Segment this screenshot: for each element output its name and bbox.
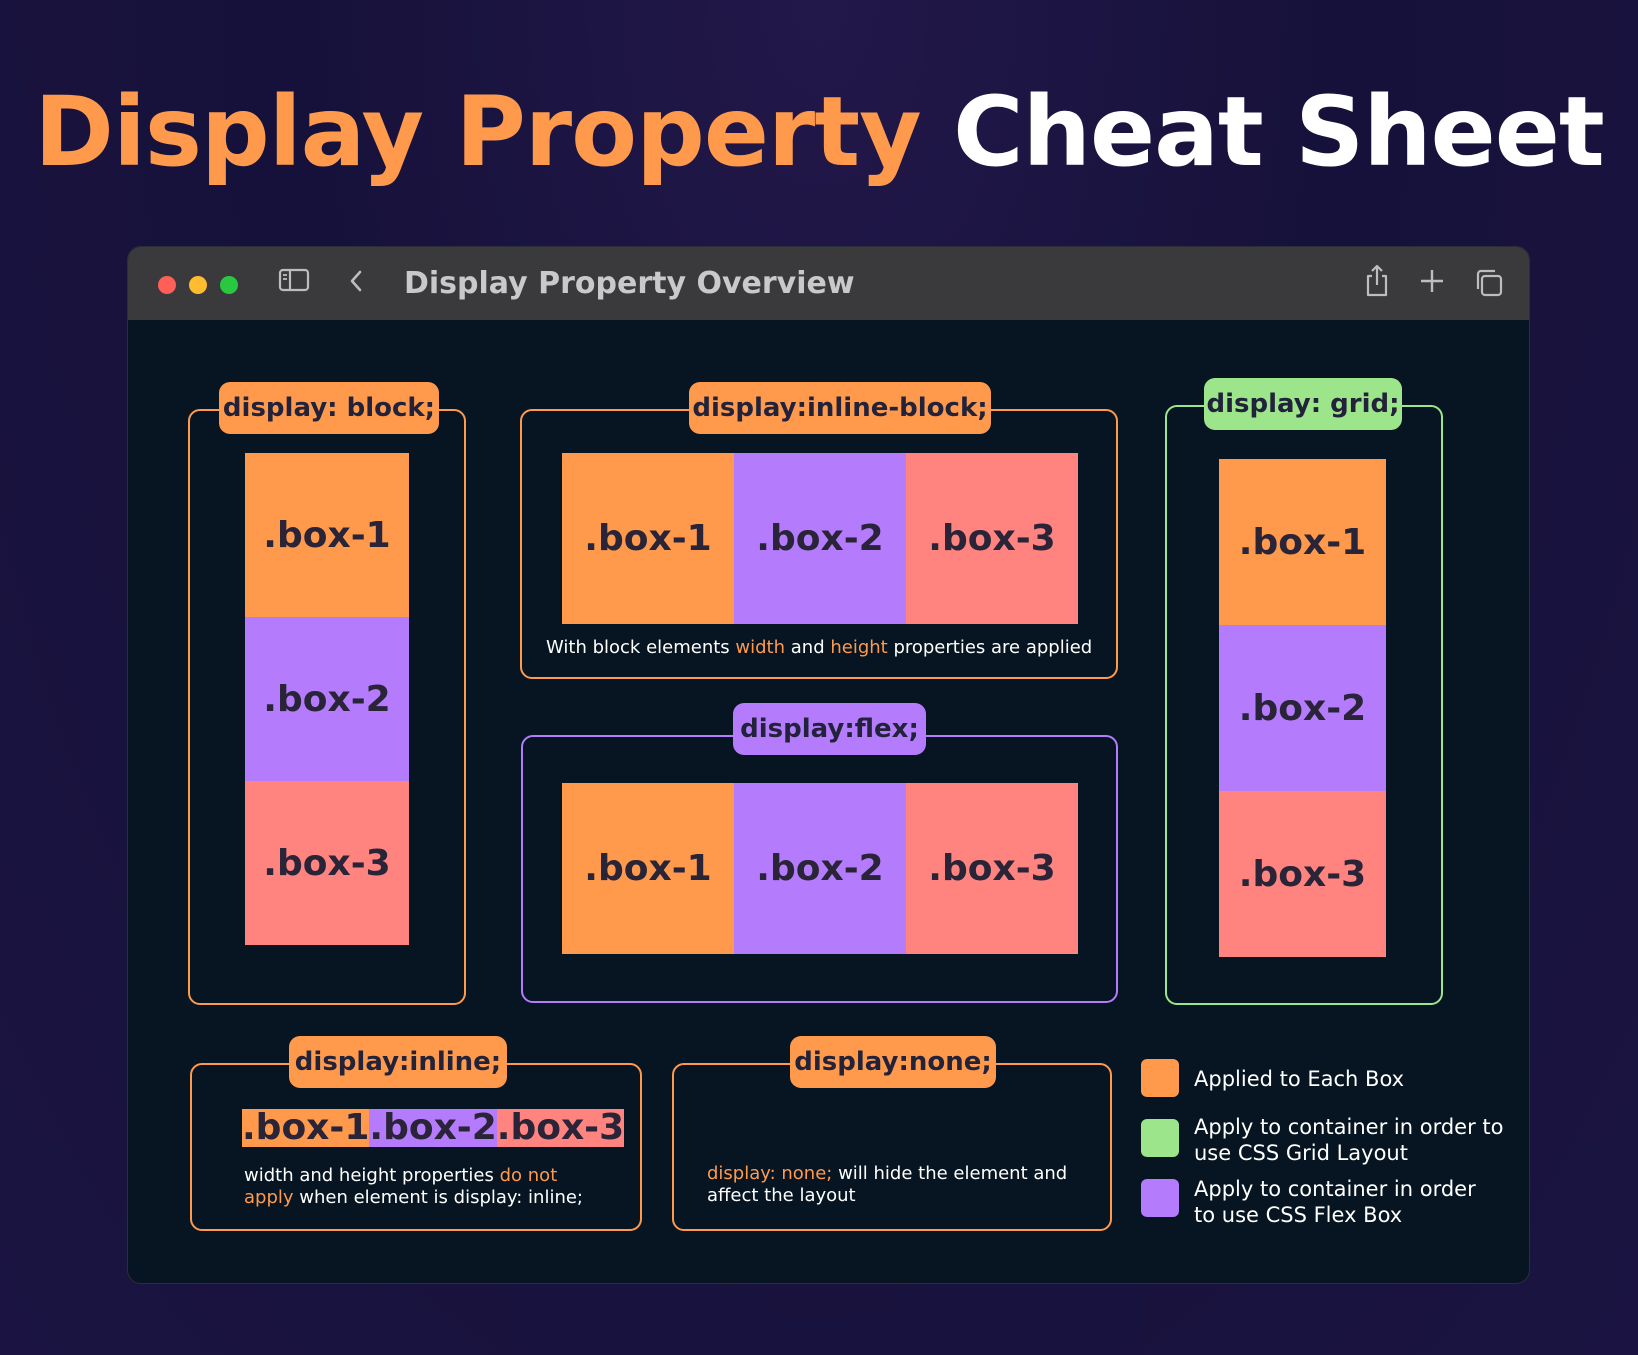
grid-box-2: .box-2	[1219, 625, 1386, 791]
block-box-2: .box-2	[245, 617, 409, 781]
plus-icon[interactable]	[1418, 267, 1446, 303]
title-highlight: Display Property	[34, 76, 921, 188]
block-box-1: .box-1	[245, 453, 409, 617]
flex-tag: display:flex;	[733, 703, 926, 755]
legend-swatch-green	[1141, 1119, 1179, 1157]
legend-swatch-purple	[1141, 1179, 1179, 1217]
grid-tag: display: grid;	[1204, 378, 1402, 430]
inline-block-note: With block elements width and height pro…	[546, 637, 1093, 658]
page-title: Display Property Cheat Sheet	[0, 76, 1638, 188]
inline-note-line-1: width and height properties do not	[244, 1165, 558, 1186]
title-bar: Display Property Overview	[128, 247, 1529, 320]
none-tag: display:none;	[790, 1036, 996, 1088]
inline-tag: display:inline;	[289, 1036, 507, 1088]
legend-swatch-orange	[1141, 1059, 1179, 1097]
flex-box-3: .box-3	[906, 783, 1078, 954]
sidebar-icon[interactable]	[278, 267, 310, 301]
inline-box-3: .box-3	[496, 1107, 625, 1148]
minimize-button[interactable]	[189, 276, 207, 294]
inline-note-line-2: apply when element is display: inline;	[244, 1187, 583, 1208]
legend-text-1: Applied to Each Box	[1194, 1067, 1405, 1091]
title-rest: Cheat Sheet	[953, 76, 1605, 188]
maximize-button[interactable]	[220, 276, 238, 294]
none-note-line-2: affect the layout	[707, 1185, 856, 1206]
share-icon[interactable]	[1363, 263, 1391, 307]
grid-box-3: .box-3	[1219, 791, 1386, 957]
close-button[interactable]	[158, 276, 176, 294]
inline-box-2: .box-2	[369, 1107, 497, 1148]
flex-box-2: .box-2	[734, 783, 906, 954]
inline-block-box-2: .box-2	[734, 453, 906, 624]
inline-block-box-3: .box-3	[906, 453, 1078, 624]
inline-boxes: .box-1.box-2.box-3	[242, 1107, 625, 1148]
inline-box-1: .box-1	[242, 1107, 370, 1148]
none-note-line-1: display: none; will hide the element and	[707, 1163, 1068, 1184]
window-title: Display Property Overview	[404, 266, 855, 301]
inline-block-box-1: .box-1	[562, 453, 734, 624]
tabs-icon[interactable]	[1473, 267, 1505, 307]
browser-window: Display Property Overview display: block…	[127, 246, 1530, 1284]
block-tag: display: block;	[219, 382, 439, 434]
inline-block-tag: display:inline-block;	[689, 382, 991, 434]
back-chevron-icon[interactable]	[346, 267, 366, 303]
block-box-3: .box-3	[245, 781, 409, 945]
grid-box-1: .box-1	[1219, 459, 1386, 625]
flex-box-1: .box-1	[562, 783, 734, 954]
